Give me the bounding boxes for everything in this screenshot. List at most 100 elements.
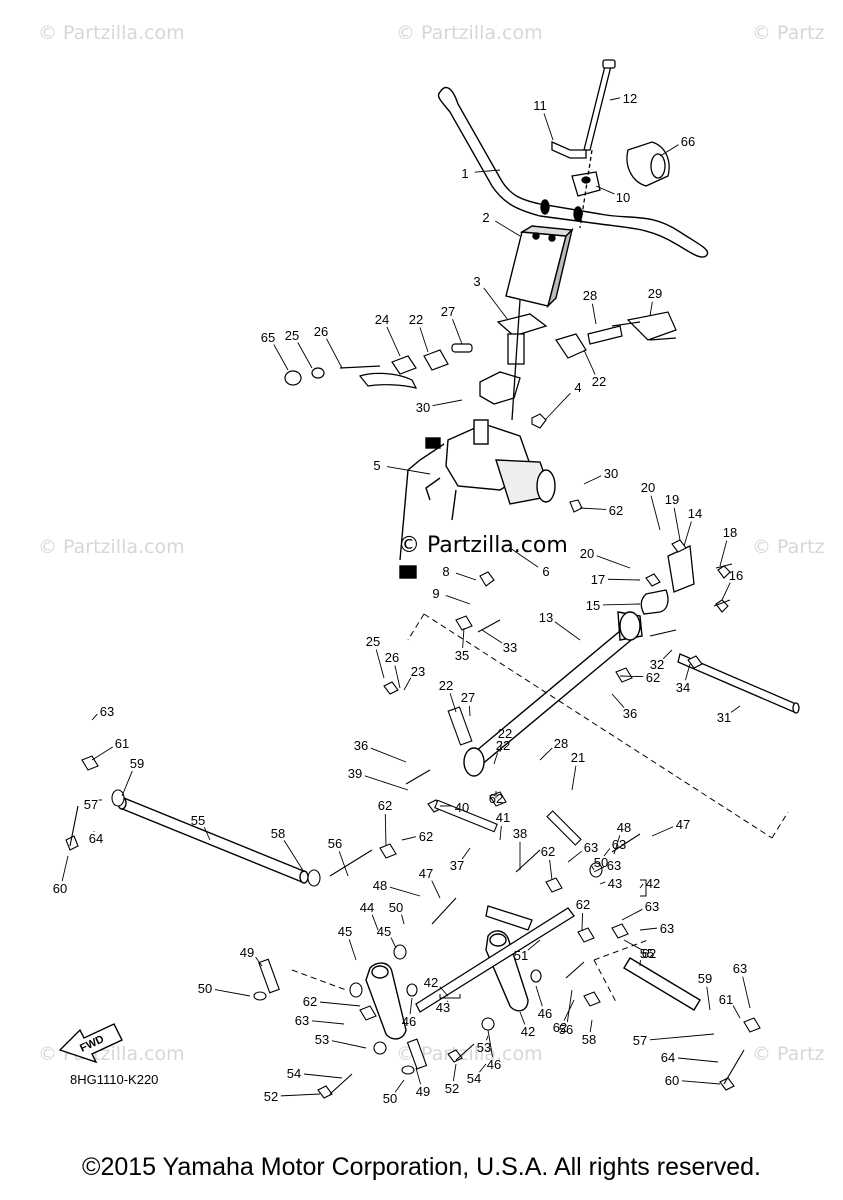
part-number-label: 62 (609, 503, 623, 518)
bracket-drawing (640, 545, 695, 615)
callout-leader-line (499, 825, 502, 841)
callout-leader-line (495, 220, 521, 237)
part-number-label: 62 (553, 1020, 567, 1035)
callout-leader-line (673, 507, 681, 541)
part-number-label: 28 (554, 736, 568, 751)
callout-leader-line (487, 1029, 493, 1058)
callout-leader-line (419, 327, 429, 353)
callout-leader-line (474, 169, 501, 173)
callout-leader-line (452, 318, 463, 345)
part-number-label: 2 (482, 210, 489, 225)
part-number-label: 59 (130, 756, 144, 771)
part-number-label: 50 (383, 1091, 397, 1106)
part-number-label: 38 (513, 826, 527, 841)
part-number-label: 37 (450, 858, 464, 873)
callout-leader-line (607, 578, 641, 581)
callout-leader-line (311, 1020, 345, 1025)
part-number-label: 63 (612, 837, 626, 852)
part-number-label: 56 (328, 836, 342, 851)
cross-shaft-drawing (463, 611, 643, 777)
callout-leader-line (571, 765, 577, 791)
part-number-label: 45 (377, 924, 391, 939)
callout-leader-line (481, 629, 503, 644)
steering-joint-drawing (479, 299, 548, 421)
part-number-label: 16 (729, 568, 743, 583)
callout-leader-line (445, 594, 471, 605)
callout-leader-line (386, 466, 431, 475)
callout-leader-line (659, 144, 679, 157)
part-number-label: 60 (665, 1073, 679, 1088)
callout-leader-line (280, 1093, 321, 1097)
part-number-label: 49 (240, 945, 254, 960)
callout-leader-line (452, 1063, 457, 1082)
callout-leader-line (91, 713, 98, 721)
part-number-label: 40 (455, 800, 469, 815)
callout-leader-line (403, 677, 412, 691)
part-number-label: 30 (416, 400, 430, 415)
part-number-label: 28 (583, 288, 597, 303)
callout-leader-line (581, 912, 583, 931)
callout-leader-line (439, 986, 449, 997)
part-number-label: 12 (623, 91, 637, 106)
callout-leader-line (639, 883, 644, 889)
part-number-label: 55 (191, 813, 205, 828)
part-number-label: 13 (539, 610, 553, 625)
fwd-arrow-icon (58, 1023, 123, 1064)
part-number-label: 25 (285, 328, 299, 343)
callout-leader-line (683, 521, 692, 547)
part-number-label: 65 (261, 330, 275, 345)
callout-leader-line (468, 705, 471, 717)
callout-leader-line (415, 1067, 422, 1085)
callout-leader-line (455, 572, 477, 581)
part-number-label: 20 (641, 480, 655, 495)
upper-left-linkage-drawing (284, 343, 473, 389)
callout-leader-line (364, 775, 409, 791)
callout-leader-line (549, 859, 553, 881)
part-number-label: 56 (559, 1022, 573, 1037)
part-number-label: 48 (373, 878, 387, 893)
callout-leader-line (462, 627, 465, 649)
part-number-label: 51 (514, 948, 528, 963)
part-number-label: 10 (616, 190, 630, 205)
part-number-label: 43 (436, 1000, 450, 1015)
callout-leader-line (255, 956, 263, 967)
callout-leader-line (519, 1011, 526, 1025)
part-number-label: 63 (660, 921, 674, 936)
part-number-label: 54 (287, 1066, 301, 1081)
part-number-label: 53 (477, 1040, 491, 1055)
callout-leader-line (371, 914, 379, 931)
diagram-code: 8HG1110-K220 (70, 1072, 159, 1087)
callout-leader-line (319, 1001, 361, 1007)
part-number-label: 50 (389, 900, 403, 915)
part-number-label: 3 (473, 274, 480, 289)
part-number-label: 54 (467, 1071, 481, 1086)
part-number-label: 4 (574, 380, 581, 395)
part-number-label: 26 (385, 650, 399, 665)
lower-arm-drawing (365, 930, 529, 1040)
callout-leader-line (579, 507, 607, 510)
callout-leader-line (401, 914, 405, 925)
callout-leader-line (684, 663, 691, 681)
part-number-label: 36 (354, 738, 368, 753)
callout-leader-line (449, 693, 457, 713)
upper-right-linkage-drawing (555, 311, 677, 359)
part-number-label: 24 (375, 312, 389, 327)
part-number-label: 55 (640, 946, 654, 961)
callout-leader-line (486, 1035, 489, 1041)
handlebar-clamp-drawing (551, 59, 616, 229)
callout-leader-line (721, 582, 731, 601)
callout-leader-line (478, 1063, 487, 1073)
callout-leader-line (589, 1019, 593, 1033)
callout-leader-line (535, 985, 543, 1007)
part-number-label: 20 (580, 546, 594, 561)
callout-leader-line (509, 547, 539, 568)
part-number-label: 57 (84, 797, 98, 812)
callout-leader-line (583, 475, 602, 485)
callout-leader-line (621, 908, 643, 921)
part-number-label: 43 (608, 876, 622, 891)
bracket-marks (439, 879, 647, 999)
part-number-label: 19 (665, 492, 679, 507)
part-number-label: 46 (487, 1057, 501, 1072)
part-number-label: 62 (541, 844, 555, 859)
